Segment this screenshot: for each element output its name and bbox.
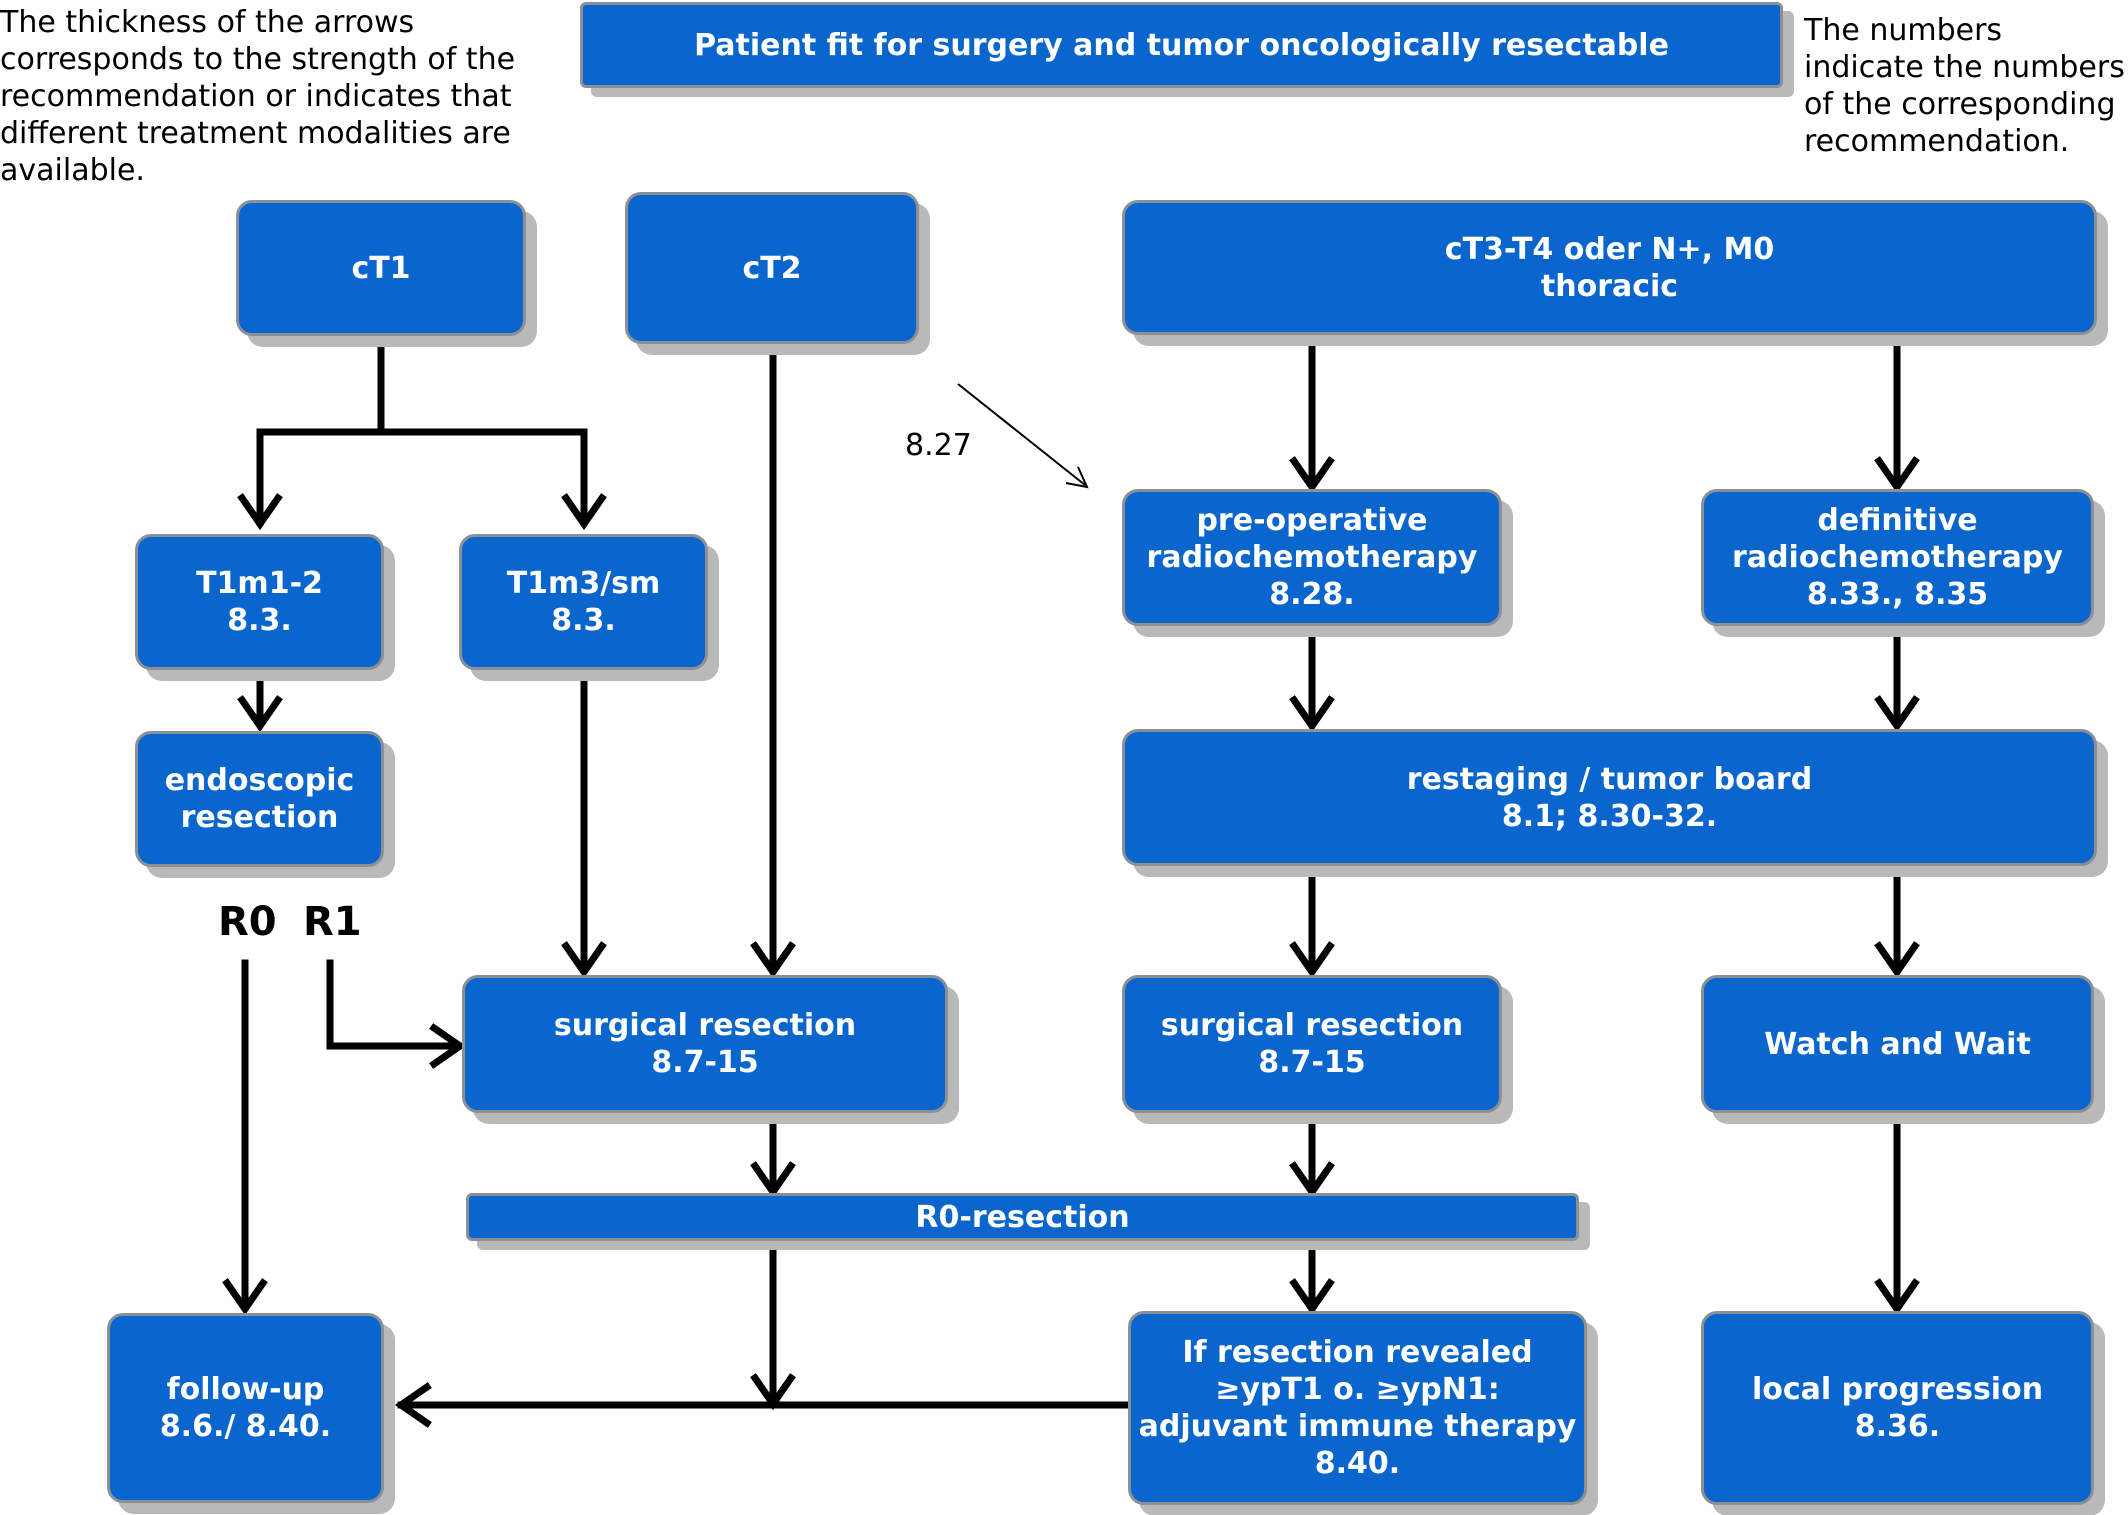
legend-note-left: The thickness of the arrows corresponds … — [0, 5, 516, 188]
box-preoperative-radiochemotherapy: pre-operative radiochemotherapy 8.28. — [1122, 489, 1502, 626]
box-surgical-resection-2: surgical resection 8.7-15 — [1122, 975, 1502, 1113]
box-restaging-tumor-board: restaging / tumor board 8.1; 8.30-32. — [1122, 729, 2097, 866]
arrow-ct3-to-definitive — [1874, 331, 1920, 494]
arrow-surg1-to-r0 — [750, 1111, 796, 1199]
arrow-to-t1m12 — [237, 428, 283, 531]
connector-ct1-split — [256, 334, 588, 436]
arrow-definitive-to-restaging — [1874, 622, 1920, 733]
arrow-to-t1m3 — [561, 428, 607, 531]
label-ref-8-27: 8.27 — [905, 428, 972, 463]
box-adjuvant-immune-therapy: If resection revealed ≥ypT1 o. ≥ypN1: ad… — [1128, 1311, 1587, 1505]
box-watch-and-wait: Watch and Wait — [1701, 975, 2094, 1113]
arrow-ct2-to-surgery — [750, 343, 796, 979]
box-ct1: cT1 — [236, 200, 526, 336]
label-r0: R0 — [218, 899, 277, 945]
arrow-watch-to-localprog — [1874, 1111, 1920, 1316]
arrow-adjuvant-to-followup — [394, 1382, 1132, 1428]
arrow-to-endoscopic — [237, 668, 283, 733]
box-t1m3-sm: T1m3/sm 8.3. — [459, 534, 708, 670]
box-endoscopic-resection: endoscopic resection — [135, 731, 384, 867]
arrow-r1-to-surgery — [326, 959, 467, 1069]
arrow-r0-down — [750, 1239, 796, 1411]
legend-note-right: The numbers indicate the numbers of the … — [1804, 13, 2125, 159]
arrow-restaging-to-surgery — [1289, 862, 1335, 979]
box-local-progression: local progression 8.36. — [1701, 1311, 2094, 1505]
label-r1: R1 — [303, 899, 362, 945]
box-surgical-resection-1: surgical resection 8.7-15 — [462, 975, 948, 1113]
box-r0-resection: R0-resection — [466, 1193, 1579, 1241]
arrow-surg2-to-r0 — [1289, 1111, 1335, 1199]
arrow-r0-to-adjuvant — [1289, 1239, 1335, 1316]
arrow-ct3-to-preop — [1289, 331, 1335, 494]
arrow-preop-to-restaging — [1289, 622, 1335, 733]
arrow-r0-to-followup — [222, 959, 268, 1316]
box-ct3-t4: cT3-T4 oder N+, M0 thoracic — [1122, 200, 2097, 335]
box-ct2: cT2 — [625, 192, 919, 344]
box-t1m1-2: T1m1-2 8.3. — [135, 534, 384, 670]
box-patient-fit: Patient fit for surgery and tumor oncolo… — [580, 2, 1783, 88]
arrow-t1m3-to-surgery — [561, 668, 607, 979]
arrow-restaging-to-watch — [1874, 862, 1920, 979]
box-follow-up: follow-up 8.6./ 8.40. — [107, 1313, 384, 1503]
box-definitive-radiochemotherapy: definitive radiochemotherapy 8.33., 8.35 — [1701, 489, 2094, 626]
arrow-ref-8-27 — [957, 383, 1089, 489]
